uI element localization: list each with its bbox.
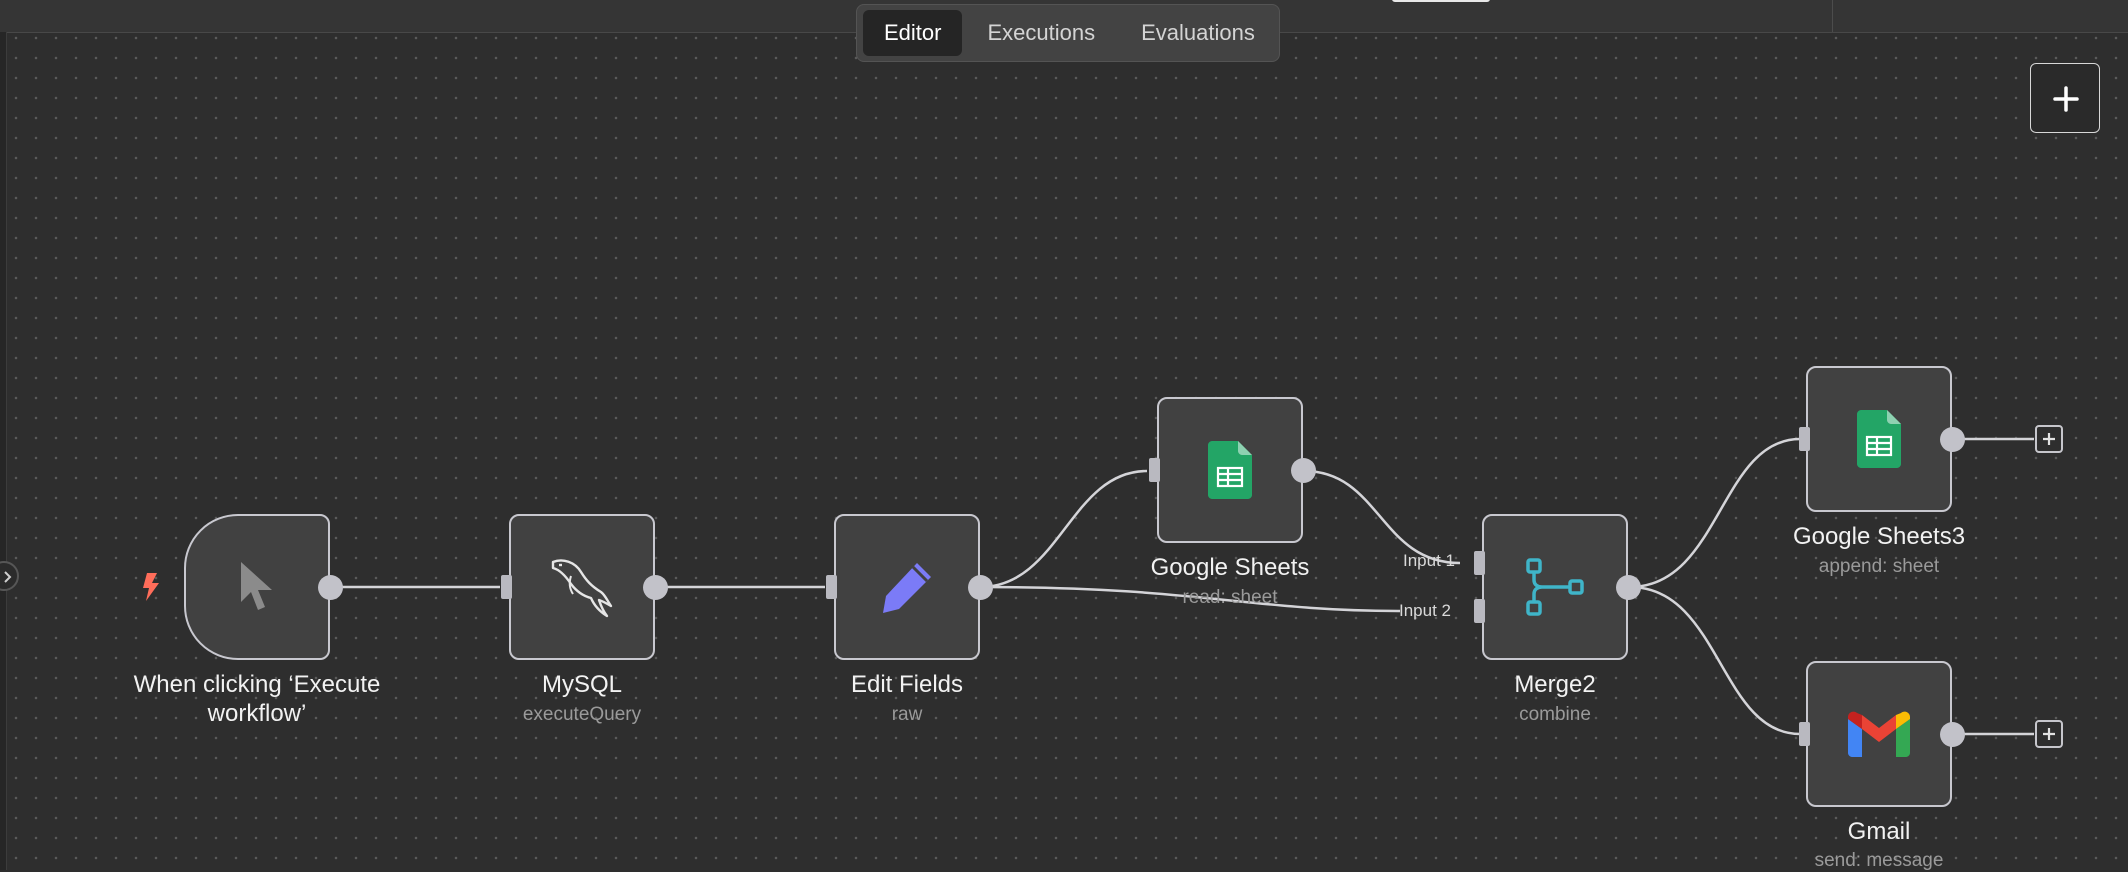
mysql-dolphin-icon xyxy=(551,559,613,618)
pencil-icon xyxy=(883,563,931,613)
left-panel-edge xyxy=(0,32,7,870)
node-subtitle-merge2: combine xyxy=(1519,704,1591,725)
node-google-sheets[interactable] xyxy=(1157,397,1303,543)
node-title-merge2: Merge2 xyxy=(1514,671,1596,698)
sheets-output-handle[interactable] xyxy=(1291,458,1316,483)
sheets-input-handle[interactable] xyxy=(1149,458,1160,482)
chevron-right-icon xyxy=(4,571,12,583)
node-google-sheets3[interactable] xyxy=(1806,366,1952,512)
tab-evaluations[interactable]: Evaluations xyxy=(1141,20,1255,45)
merge-input2-label: Input 2 xyxy=(1399,601,1451,620)
connection-merge-sheets3 xyxy=(1629,437,1801,589)
cursor-arrow-icon xyxy=(241,562,272,610)
node-subtitle-google-sheets: read: sheet xyxy=(1182,587,1278,608)
node-subtitle-google-sheets3: append: sheet xyxy=(1818,556,1940,577)
node-title-google-sheets: Google Sheets xyxy=(1150,554,1310,581)
node-title-mysql: MySQL xyxy=(541,671,622,698)
node-title-google-sheets3: Google Sheets3 xyxy=(1792,523,1966,550)
add-node-button[interactable] xyxy=(2030,63,2100,133)
node-subtitle-edit-fields: raw xyxy=(891,704,923,725)
node-title-trigger-line2: workflow’ xyxy=(207,700,307,727)
mysql-input-handle[interactable] xyxy=(501,575,512,599)
google-sheets-icon xyxy=(1857,410,1901,468)
merge-input2-handle[interactable] xyxy=(1474,599,1485,623)
top-bar-indicator xyxy=(1392,0,1490,2)
merge-input1-label: Input 1 xyxy=(1403,551,1455,570)
merge-output-handle[interactable] xyxy=(1616,575,1641,600)
node-subtitle-gmail: send: message xyxy=(1814,850,1944,871)
gmail-icon xyxy=(1848,711,1910,757)
editfields-input-handle[interactable] xyxy=(826,575,837,599)
node-title-trigger: When clicking ‘Execute xyxy=(133,671,381,698)
mysql-output-handle[interactable] xyxy=(643,575,668,600)
gmail-add-next-button[interactable] xyxy=(2035,720,2063,748)
connection-sheets-merge-input1 xyxy=(1303,469,1461,565)
merge-icon xyxy=(1526,558,1584,616)
node-gmail[interactable] xyxy=(1806,661,1952,807)
node-edit-fields[interactable] xyxy=(834,514,980,660)
node-subtitle-mysql: executeQuery xyxy=(522,704,642,725)
trigger-bolt-icon xyxy=(143,573,159,601)
gmail-input-handle[interactable] xyxy=(1799,722,1810,746)
gmail-output-handle[interactable] xyxy=(1940,722,1965,747)
node-merge2[interactable] xyxy=(1482,514,1628,660)
connection-editfields-merge-input2 xyxy=(979,585,1401,613)
tab-executions[interactable]: Executions xyxy=(987,20,1096,45)
sheets3-add-next-button[interactable] xyxy=(2035,425,2063,453)
node-manual-trigger[interactable] xyxy=(184,514,330,660)
plus-icon xyxy=(2043,728,2055,740)
sheets3-input-handle[interactable] xyxy=(1799,427,1810,451)
node-title-gmail: Gmail xyxy=(1847,818,1911,845)
view-tabs: Editor Executions Evaluations xyxy=(856,4,1280,62)
google-sheets-icon xyxy=(1208,441,1252,499)
trigger-output-handle[interactable] xyxy=(318,575,343,600)
plus-icon xyxy=(2043,433,2055,445)
node-mysql[interactable] xyxy=(509,514,655,660)
merge-input1-handle[interactable] xyxy=(1474,551,1485,575)
plus-icon xyxy=(2053,86,2079,112)
connection-editfields-sheets xyxy=(979,469,1148,589)
top-bar-divider xyxy=(1832,0,1833,32)
connection-merge-gmail xyxy=(1629,585,1801,736)
tab-editor[interactable]: Editor xyxy=(863,10,963,56)
editfields-output-handle[interactable] xyxy=(968,575,993,600)
node-title-edit-fields: Edit Fields xyxy=(850,671,964,698)
sheets3-output-handle[interactable] xyxy=(1940,427,1965,452)
